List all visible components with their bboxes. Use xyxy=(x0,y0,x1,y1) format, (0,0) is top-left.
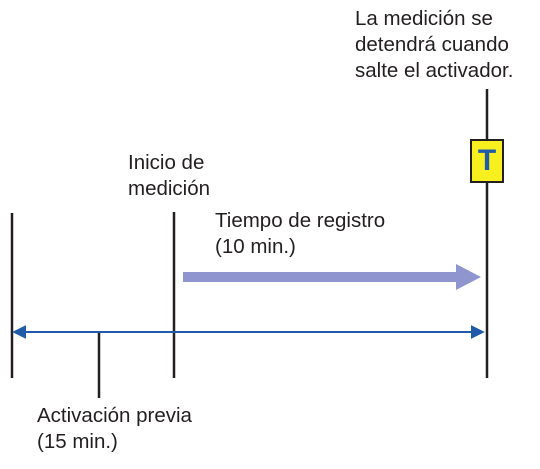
measurement-start-label: Inicio de medición xyxy=(128,151,211,200)
recording-time-arrow xyxy=(183,264,481,290)
recording-time-label: Tiempo de registro (10 min.) xyxy=(215,209,386,258)
trigger-icon: T xyxy=(470,139,504,183)
measurement-stop-note: La medición se detendrá cuando salte el … xyxy=(355,7,514,82)
pre-trigger-label: Activación previa (15 min.) xyxy=(37,404,192,453)
trigger-icon-letter: T xyxy=(478,144,496,177)
